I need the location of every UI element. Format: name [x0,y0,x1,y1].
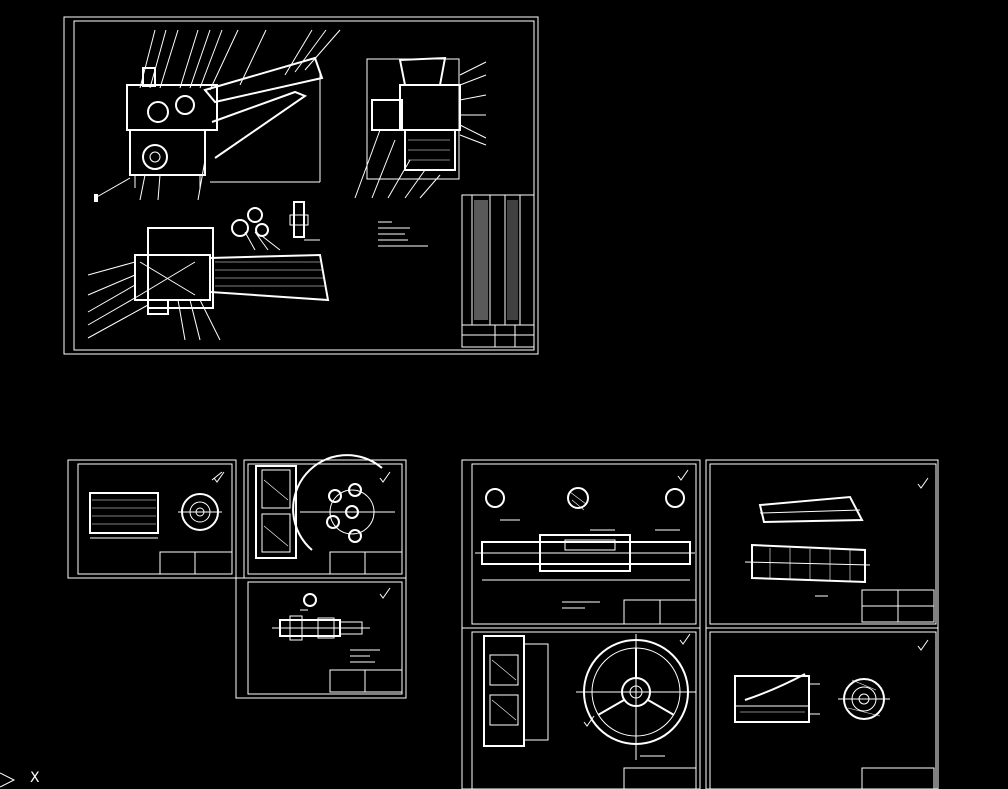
sheet-hopper-part[interactable] [705,459,939,629]
assembly-front-view [94,29,341,202]
assembly-top-view [87,227,330,341]
assembly-gear-detail [231,201,320,251]
assembly-parts-list [461,194,535,348]
roughness-symbols [213,469,929,727]
ucs-x-axis-label: X [30,770,40,786]
sheet-cutter-part[interactable] [705,627,939,789]
sheet-gear-part[interactable] [243,454,407,579]
sheet-main-shaft-part[interactable] [461,459,701,629]
sheet-small-shaft-part[interactable] [235,577,407,699]
ucs-axis-icon [0,772,16,788]
sheet-pulley-part[interactable] [461,627,701,789]
sheet-roller-part[interactable] [67,459,237,579]
sheet-assembly[interactable] [63,16,539,355]
assembly-side-view [354,56,487,199]
assembly-technical-notes [378,221,428,247]
